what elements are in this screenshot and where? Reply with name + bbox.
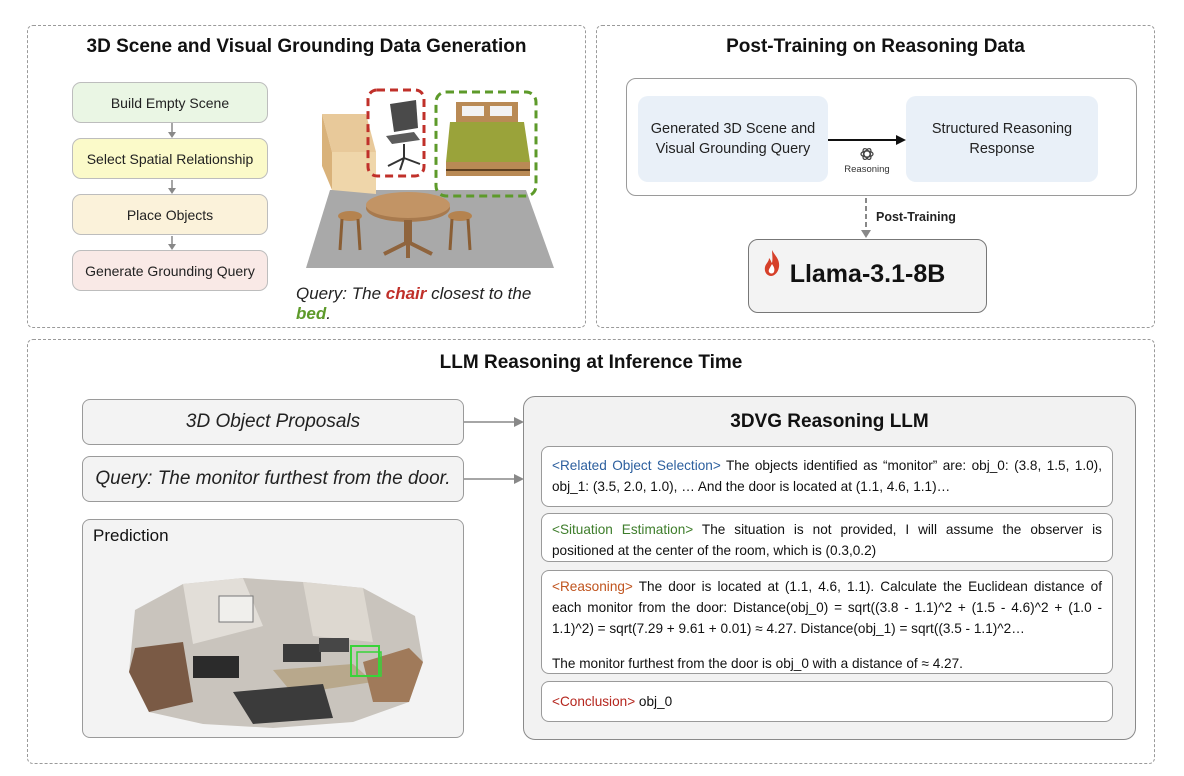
reasoning-conclusion-line: The monitor furthest from the door is ob… xyxy=(552,656,963,671)
step-place-objects: Place Objects xyxy=(72,194,268,235)
step-select-spatial-relationship: Select Spatial Relationship xyxy=(72,138,268,179)
round-table xyxy=(366,192,450,258)
post-training-label: Post-Training xyxy=(876,210,956,224)
generated-scene-box: Generated 3D Scene and Visual Grounding … xyxy=(638,96,828,182)
query-bed-word: bed xyxy=(296,304,327,323)
post-training-title: Post-Training on Reasoning Data xyxy=(726,36,1025,57)
office-chair xyxy=(386,100,421,171)
related-object-selection-tag: <Related Object Selection> xyxy=(552,458,721,473)
llama-model-box: Llama-3.1-8B xyxy=(748,239,987,313)
query-chair-word: chair xyxy=(385,284,427,303)
data-generation-title: 3D Scene and Visual Grounding Data Gener… xyxy=(86,36,527,57)
reasoning-block: <Reasoning> The door is located at (1.1,… xyxy=(541,570,1113,674)
stool-left xyxy=(338,211,362,251)
stool-right xyxy=(448,211,472,251)
conclusion-tag: <Conclusion> xyxy=(552,694,636,709)
reasoning-arrow-label: Reasoning xyxy=(844,164,890,175)
inference-title: LLM Reasoning at Inference Time xyxy=(439,352,743,373)
inference-panel: LLM Reasoning at Inference Time xyxy=(27,339,1155,764)
data-generation-panel: 3D Scene and Visual Grounding Data Gener… xyxy=(27,25,586,328)
post-training-arrow xyxy=(861,198,871,238)
prediction-scan-image xyxy=(129,578,423,728)
chair-highlight-box xyxy=(366,88,426,178)
reasoning-arrow xyxy=(828,135,906,145)
structured-response-box: Structured Reasoning Response xyxy=(906,96,1098,182)
bed xyxy=(446,102,530,176)
bed-highlight-box xyxy=(434,90,538,198)
scene-illustration xyxy=(306,88,554,268)
inference-query-box: Query: The monitor furthest from the doo… xyxy=(82,456,464,502)
scene-query-caption: Query: The chair closest to the bed. xyxy=(296,284,532,323)
step-build-empty-scene: Build Empty Scene xyxy=(72,82,268,123)
reasoning-tag: <Reasoning> xyxy=(552,579,633,594)
object-proposals-box: 3D Object Proposals xyxy=(82,399,464,445)
reasoning-llm-title: 3DVG Reasoning LLM xyxy=(730,411,929,432)
step-generate-grounding-query: Generate Grounding Query xyxy=(72,250,268,291)
step-arrows xyxy=(168,123,176,250)
conclusion-block: <Conclusion> obj_0 xyxy=(541,681,1113,722)
fire-icon xyxy=(764,250,780,276)
openai-icon xyxy=(860,147,874,161)
desk xyxy=(322,114,376,194)
prediction-box: Prediction xyxy=(82,519,464,738)
input-arrows xyxy=(464,417,524,484)
situation-estimation-block: <Situation Estimation> The situation is … xyxy=(541,513,1113,562)
llama-model-name: Llama-3.1-8B xyxy=(789,260,946,288)
prediction-label: Prediction xyxy=(93,526,169,545)
related-object-selection-block: <Related Object Selection> The objects i… xyxy=(541,446,1113,507)
situation-estimation-tag: <Situation Estimation> xyxy=(552,522,694,537)
post-training-panel: Post-Training on Reasoning Data xyxy=(596,25,1155,328)
